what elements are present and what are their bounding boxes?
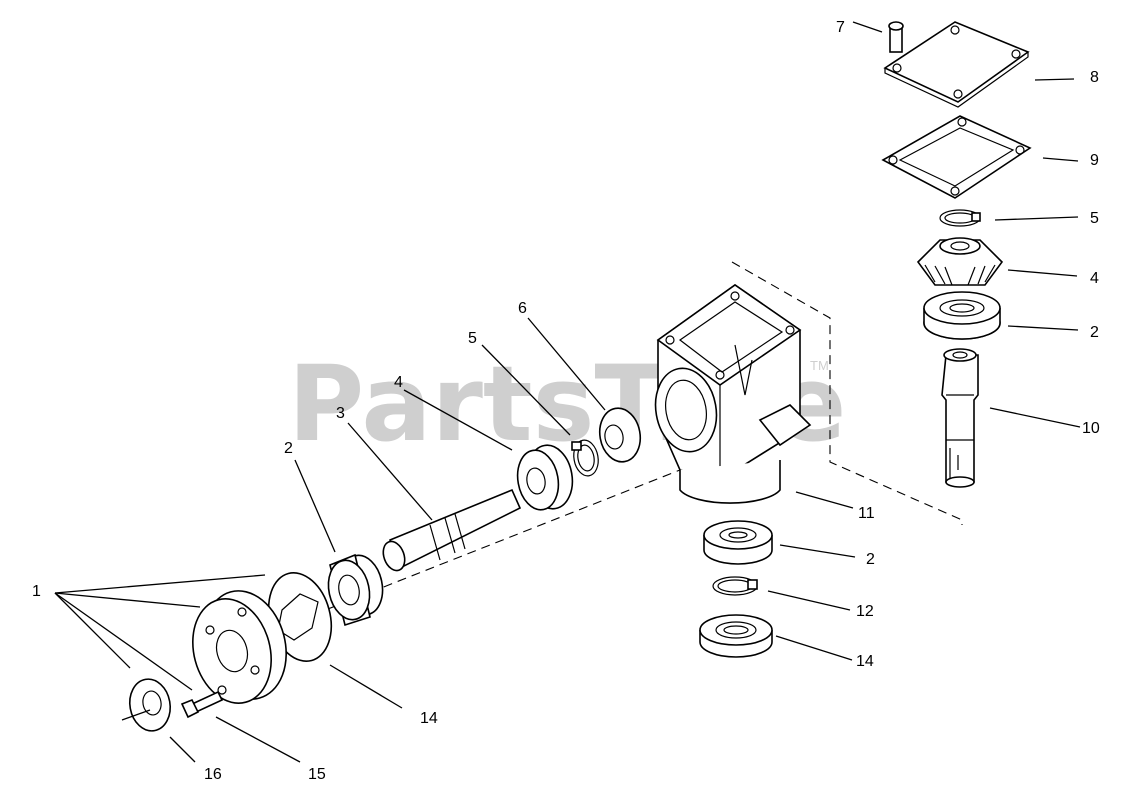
- callout-9: 9: [1090, 152, 1099, 169]
- cover-plate-8: [883, 21, 1030, 108]
- callout-16: 16: [204, 766, 222, 783]
- callout-12: 12: [856, 603, 874, 620]
- callout-4-top: 4: [1090, 270, 1099, 287]
- callout-8: 8: [1090, 69, 1099, 86]
- snap-ring-12: [712, 576, 758, 596]
- bolt-7: [888, 21, 904, 53]
- callout-3: 3: [336, 405, 345, 422]
- shaft-3: [382, 488, 522, 572]
- callout-5-top: 5: [1090, 210, 1099, 227]
- washer-16: [128, 678, 172, 732]
- callout-10: 10: [1082, 420, 1100, 437]
- shaft-10: [941, 348, 979, 488]
- bearing-2-lower: [703, 520, 773, 565]
- callout-1: 1: [32, 583, 41, 600]
- bevel-gear-4-top: [916, 237, 1004, 286]
- gearbox-housing-11: [654, 284, 812, 504]
- bolt-15: [180, 690, 224, 719]
- bearing-2-horizontal: [327, 553, 384, 627]
- assembly-axis-vertical: [731, 261, 963, 525]
- callout-6: 6: [518, 300, 527, 317]
- callout-14-horizontal: 14: [420, 710, 438, 727]
- snap-ring-5-top: [939, 209, 981, 227]
- callout-14-lower: 14: [856, 653, 874, 670]
- callout-2-lower: 2: [866, 551, 875, 568]
- callout-2-horizontal: 2: [284, 440, 293, 457]
- snap-ring-5-horizontal: [571, 439, 599, 477]
- leader-lines: [54, 21, 1081, 763]
- bevel-gear-4-horizontal: [516, 444, 574, 511]
- flange-1: [192, 590, 287, 704]
- watermark-tm: TM: [810, 358, 829, 373]
- gasket-9: [881, 115, 1032, 199]
- callout-4-horizontal: 4: [394, 374, 403, 391]
- seal-14-lower: [699, 614, 773, 658]
- callout-5-horizontal: 5: [468, 330, 477, 347]
- callout-7: 7: [836, 19, 845, 36]
- callout-15: 15: [308, 766, 326, 783]
- callout-11: 11: [858, 505, 875, 522]
- seal-6: [598, 407, 642, 463]
- callout-2-top: 2: [1090, 324, 1099, 341]
- bearing-2-top: [923, 291, 1001, 340]
